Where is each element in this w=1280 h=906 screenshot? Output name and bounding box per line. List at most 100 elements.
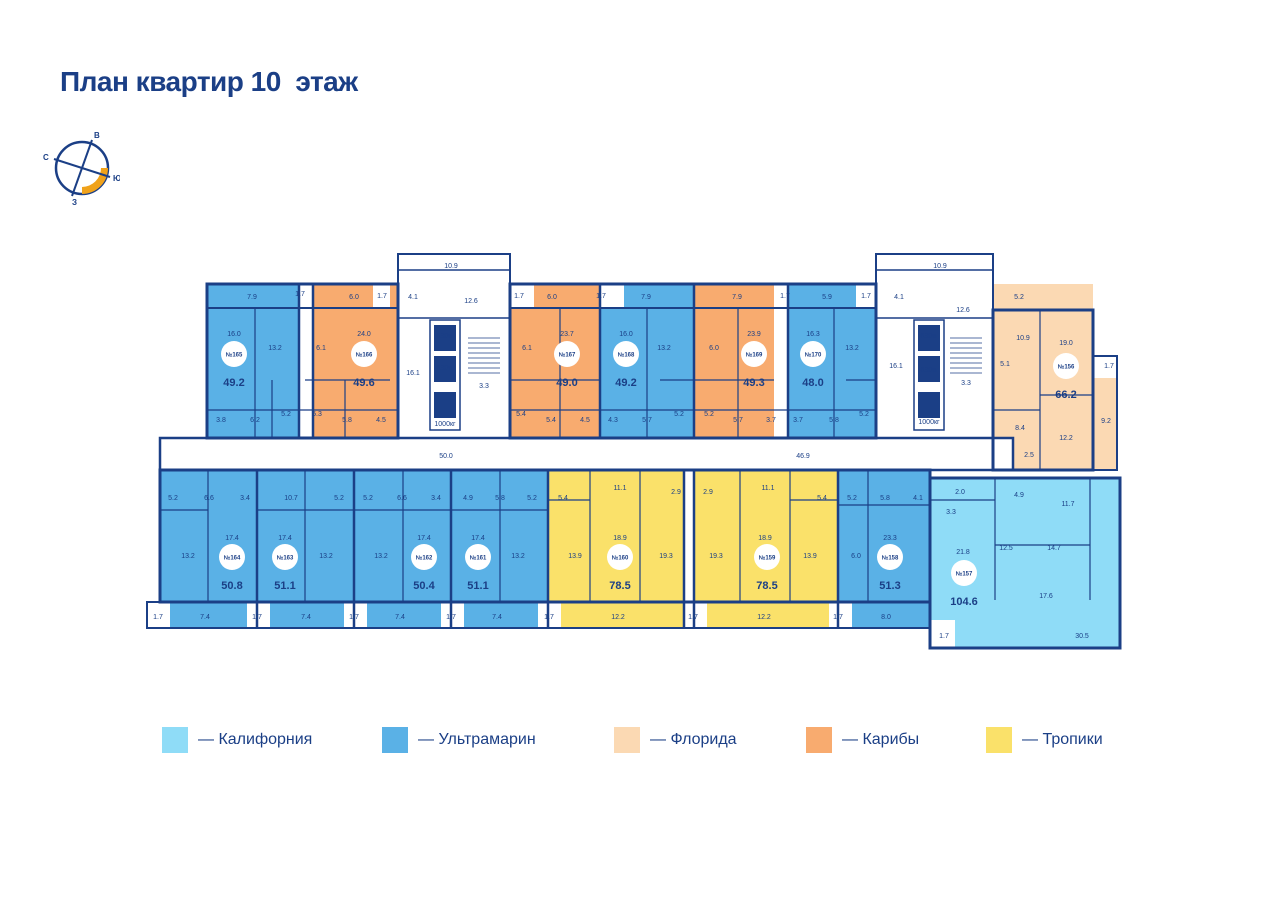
room-area-label: 4.9 bbox=[463, 495, 473, 502]
room-area-label: 6.6 bbox=[204, 495, 214, 502]
apartment-total-area: 49.0 bbox=[556, 377, 577, 389]
room-area-label: 7.4 bbox=[301, 614, 311, 621]
elevator-column bbox=[913, 319, 945, 431]
room-area-label: 2.0 bbox=[955, 489, 965, 496]
room-area-label: 7.9 bbox=[732, 294, 742, 301]
room-area-label: 3.7 bbox=[766, 417, 776, 424]
room-area-label: 17.6 bbox=[1039, 593, 1053, 600]
room-area-label: 2.9 bbox=[671, 489, 681, 496]
apartment-number: №167 bbox=[559, 352, 576, 359]
room-area-label: 630кг bbox=[436, 365, 454, 372]
corridor-area: 50.0 bbox=[439, 453, 453, 460]
apartment-total-area: 50.4 bbox=[413, 580, 435, 592]
room-area-label: 9.2 bbox=[1101, 418, 1111, 425]
room-area-label: 6.2 bbox=[250, 417, 260, 424]
elevator-cabin bbox=[918, 392, 940, 418]
apartment-165 bbox=[207, 284, 299, 438]
room-area-label: 12.6 bbox=[956, 307, 970, 314]
apartment-160 bbox=[548, 470, 684, 602]
room-area-label: 16.3 bbox=[806, 331, 820, 338]
room-area-label: 19.0 bbox=[1059, 340, 1073, 347]
room-area-label: 4.9 bbox=[1014, 492, 1024, 499]
loggia-small bbox=[299, 284, 313, 308]
apartment-number: №164 bbox=[224, 555, 241, 562]
apartment-number-badge bbox=[221, 341, 247, 367]
apartment-number: №157 bbox=[956, 571, 973, 578]
loggia-small bbox=[510, 284, 534, 308]
legend-item-caribbean: — Карибы bbox=[806, 726, 919, 754]
room-area-label: 3.3 bbox=[946, 509, 956, 516]
apartment-total-area: 51.3 bbox=[879, 580, 900, 592]
room-area-label: 16.0 bbox=[619, 331, 633, 338]
legend-item-tropics: — Тропики bbox=[986, 726, 1103, 754]
apartment-number-badge bbox=[877, 544, 903, 570]
elevator-cabin bbox=[918, 325, 940, 351]
room-area-label: 5.2 bbox=[281, 411, 291, 418]
balcony bbox=[451, 602, 548, 628]
room-area-label: 13.2 bbox=[657, 345, 671, 352]
room-area-label: 13.2 bbox=[181, 553, 195, 560]
apartment-167 bbox=[510, 284, 600, 438]
room-area-label: 5.2 bbox=[527, 495, 537, 502]
balcony bbox=[548, 602, 684, 628]
balcony bbox=[694, 602, 838, 628]
page-title: План квартир 10 этаж bbox=[60, 66, 358, 97]
room-area-label: 5.4 bbox=[516, 411, 526, 418]
loggia-small bbox=[147, 602, 170, 628]
room-area-label: 3.4 bbox=[240, 495, 250, 502]
apartment-number: №159 bbox=[759, 555, 776, 562]
room-area-label: 2.9 bbox=[703, 489, 713, 496]
room-area-label: 10.9 bbox=[933, 263, 947, 270]
room-area-label: 5.2 bbox=[363, 495, 373, 502]
apartment-total-area: 66.2 bbox=[1055, 389, 1076, 401]
elevator-cabin bbox=[434, 392, 456, 418]
loggia-small bbox=[247, 602, 270, 628]
room-area-label: 17.4 bbox=[417, 535, 431, 542]
compass-label-n: В bbox=[94, 131, 100, 140]
apartment-number: №168 bbox=[618, 352, 635, 359]
loggia-small bbox=[373, 284, 390, 308]
room-area-label: 5.9 bbox=[822, 294, 832, 301]
loggia-small bbox=[344, 602, 367, 628]
room-area-label: 6.0 bbox=[851, 553, 861, 560]
room-area-label: 630кг bbox=[436, 333, 454, 340]
apartment-number: №169 bbox=[746, 352, 763, 359]
loggia-small bbox=[441, 602, 464, 628]
apartment-number-badge bbox=[351, 341, 377, 367]
loggia-small bbox=[829, 602, 852, 628]
loggia-156 bbox=[1093, 360, 1117, 470]
elevator-cabin bbox=[434, 325, 456, 351]
room-area-label: 5.4 bbox=[817, 495, 827, 502]
room-area-label: 18.9 bbox=[758, 535, 772, 542]
apartment-total-area: 49.2 bbox=[223, 377, 244, 389]
apartment-number: №170 bbox=[805, 352, 822, 359]
corridor-end bbox=[930, 470, 1002, 478]
room-area-label: 13.9 bbox=[803, 553, 817, 560]
room-area-label: 1.7 bbox=[514, 293, 524, 300]
room-area-label: 3.3 bbox=[479, 383, 489, 390]
apartment-total-area: 49.2 bbox=[615, 377, 636, 389]
apartment-number: №160 bbox=[612, 555, 629, 562]
room-area-label: 17.4 bbox=[225, 535, 239, 542]
room-area-label: 5.8 bbox=[829, 417, 839, 424]
room-area-label: 5.2 bbox=[847, 495, 857, 502]
apartment-number-badge bbox=[800, 341, 826, 367]
elevator-cabin bbox=[918, 356, 940, 382]
room-area-label: 16.1 bbox=[406, 370, 420, 377]
apartment-number: №158 bbox=[882, 555, 899, 562]
compass-axis-ns bbox=[71, 139, 93, 197]
room-area-label: 13.2 bbox=[268, 345, 282, 352]
room-area-label: 7.9 bbox=[247, 294, 257, 301]
room-area-label: 4.1 bbox=[913, 495, 923, 502]
loggia-small bbox=[600, 284, 624, 308]
room-area-label: 3.8 bbox=[216, 417, 226, 424]
apartment-number: №162 bbox=[416, 555, 433, 562]
loggia-small bbox=[538, 602, 561, 628]
legend-swatch bbox=[986, 727, 1012, 753]
room-area-label: 5.8 bbox=[342, 417, 352, 424]
room-area-label: 1.7 bbox=[861, 293, 871, 300]
room-area-label: 6.0 bbox=[349, 294, 359, 301]
room-area-label: 23.9 bbox=[747, 331, 761, 338]
compass-label-w: С bbox=[43, 153, 49, 162]
room-area-label: 1.7 bbox=[544, 614, 554, 621]
